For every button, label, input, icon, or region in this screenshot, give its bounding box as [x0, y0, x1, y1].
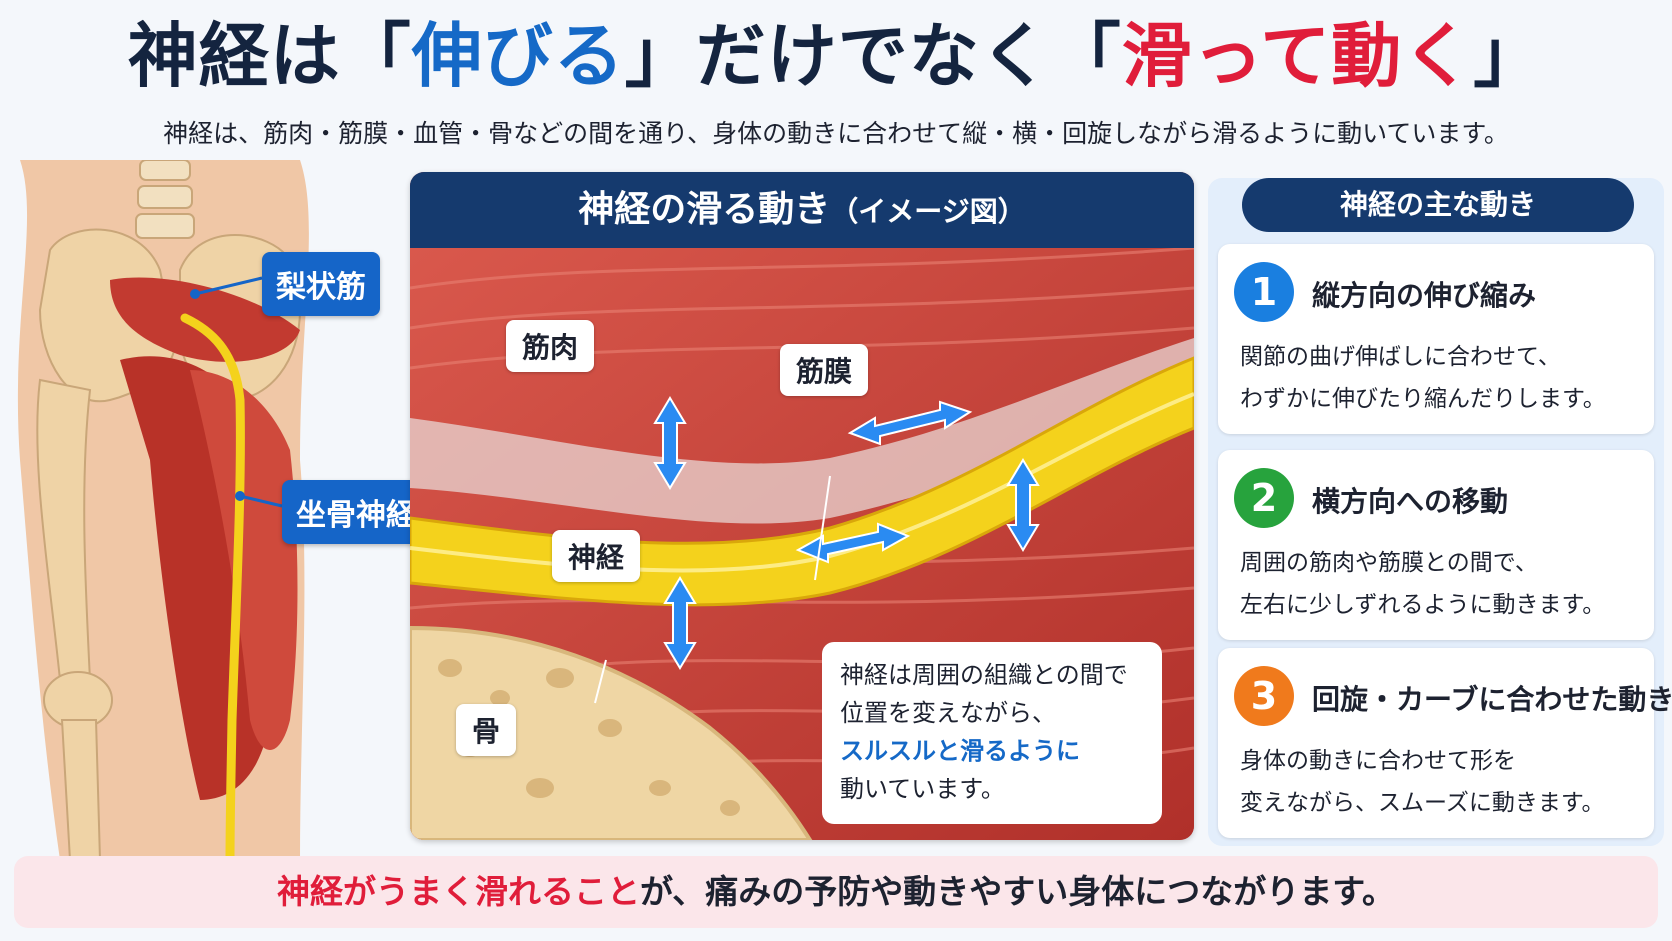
footer-message: 神経がうまく滑れることが、痛みの予防や動きやすい身体につながります。: [14, 856, 1658, 928]
note-line4: 動いています。: [840, 775, 1005, 803]
title-part2: 」だけでなく「: [624, 15, 1122, 97]
page-subtitle: 神経は、筋肉・筋膜・血管・骨などの間を通り、身体の動きに合わせて縦・横・回旋しな…: [163, 119, 1509, 148]
title-highlight-stretch: 伸びる: [411, 15, 625, 97]
title-part3: 」: [1473, 15, 1545, 97]
movement-1-line1: 関節の曲げ伸ばしに合わせて、: [1240, 344, 1561, 370]
movement-card-1: 1 縦方向の伸び縮み 関節の曲げ伸ばしに合わせて、 わずかに伸びたり縮んだりしま…: [1218, 244, 1654, 434]
page-title: 神経は「伸びる」だけでなく「滑って動く」: [0, 6, 1672, 106]
label-muscle: 筋肉: [506, 320, 595, 372]
movement-body-2: 周囲の筋肉や筋膜との間で、 左右に少しずれるように動きます。: [1240, 542, 1650, 626]
title-part1: 神経は「: [127, 15, 412, 97]
step-number-2: 2: [1234, 468, 1294, 528]
movement-2-line2: 左右に少しずれるように動きます。: [1240, 592, 1606, 618]
note-line2: 位置を変えながら、: [840, 699, 1056, 727]
movement-3-line2: 変えながら、スムーズに動きます。: [1240, 790, 1605, 816]
label-nerve: 神経: [552, 530, 641, 582]
tag-sciatic-nerve: 坐骨神経: [282, 480, 430, 544]
movement-1-line2: わずかに伸びたり縮んだりします。: [1240, 386, 1606, 412]
anatomy-illustration: 梨状筋 坐骨神経: [0, 159, 430, 865]
movement-title-2: 横方向への移動: [1312, 485, 1509, 518]
center-title-suffix: （イメージ図）: [830, 195, 1026, 228]
main-movements-panel: 神経の主な動き 1 縦方向の伸び縮み 関節の曲げ伸ばしに合わせて、 わずかに伸び…: [1208, 178, 1672, 846]
note-line1: 神経は周囲の組織との間で: [840, 661, 1128, 689]
movement-title-3: 回旋・カーブに合わせた動き: [1312, 683, 1672, 716]
movement-3-line1: 身体の動きに合わせて形を: [1240, 748, 1516, 774]
movement-card-2: 2 横方向への移動 周囲の筋肉や筋膜との間で、 左右に少しずれるように動きます。: [1218, 450, 1654, 640]
movement-body-3: 身体の動きに合わせて形を 変えながら、スムーズに動きます。: [1240, 740, 1650, 824]
tag-piriformis: 梨状筋: [262, 252, 380, 316]
movement-title-1: 縦方向の伸び縮み: [1312, 279, 1537, 312]
right-panel-header: 神経の主な動き: [1242, 178, 1634, 232]
footer-highlight: 神経がうまく滑れること: [276, 872, 640, 911]
footer-rest: が、痛みの予防や動きやすい身体につながります。: [639, 872, 1396, 911]
nerve-glide-panel: 神経の滑る動き（イメージ図）: [410, 172, 1194, 840]
label-bone: 骨: [456, 704, 517, 756]
movement-body-1: 関節の曲げ伸ばしに合わせて、 わずかに伸びたり縮んだりします。: [1240, 336, 1650, 420]
note-line3: スルスルと滑るように: [840, 737, 1080, 765]
movement-2-line1: 周囲の筋肉や筋膜との間で、: [1240, 550, 1538, 576]
center-title: 神経の滑る動き: [578, 189, 831, 230]
hip-leg-illustration: [17, 159, 309, 865]
label-fascia: 筋膜: [780, 344, 869, 396]
center-panel-header: 神経の滑る動き（イメージ図）: [410, 172, 1194, 248]
step-number-3: 3: [1234, 666, 1294, 726]
movement-card-3: 3 回旋・カーブに合わせた動き 身体の動きに合わせて形を 変えながら、スムーズに…: [1218, 648, 1672, 838]
step-number-1: 1: [1234, 262, 1294, 322]
glide-note: 神経は周囲の組織との間で 位置を変えながら、 スルスルと滑るように 動いています…: [822, 642, 1162, 824]
title-highlight-glide: 滑って動く: [1121, 15, 1474, 97]
